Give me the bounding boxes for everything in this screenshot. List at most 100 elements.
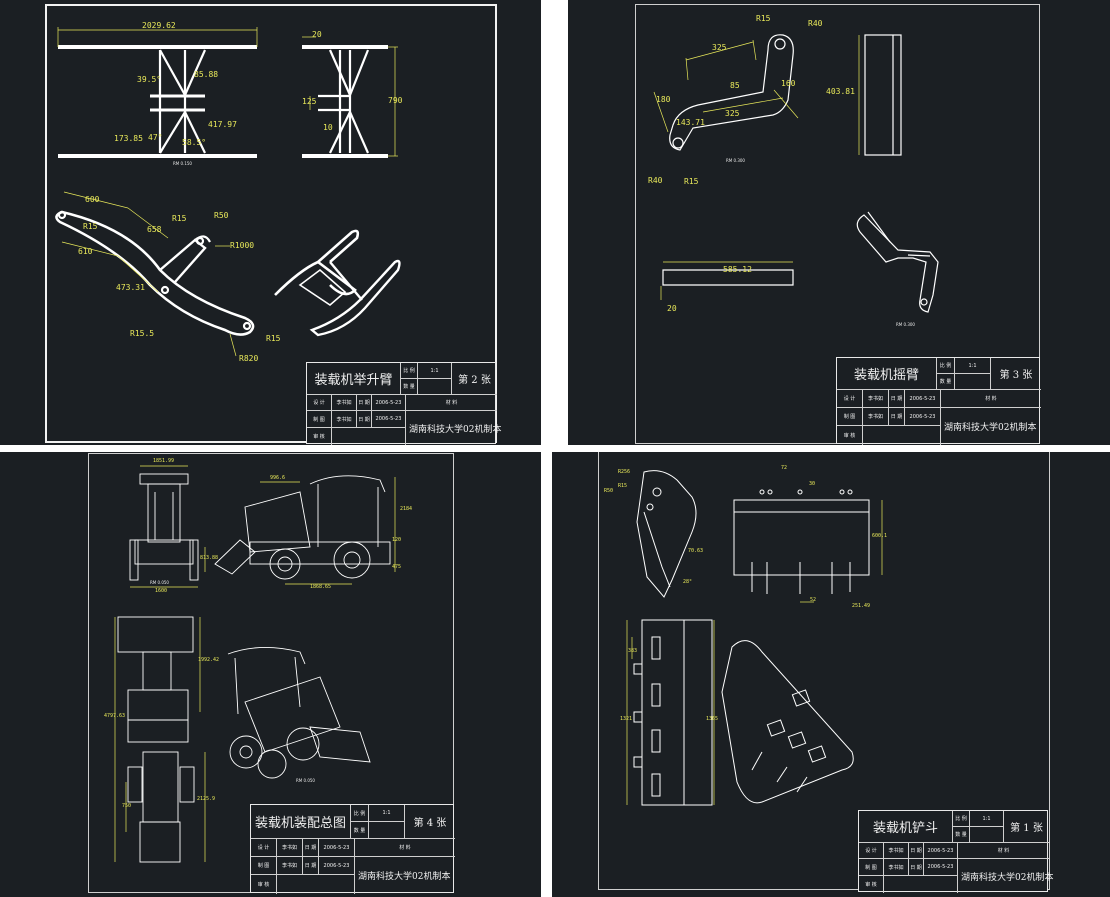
dim-label: 996.6	[270, 475, 286, 481]
label-draw: 制 图	[307, 411, 332, 428]
dim-label: R15	[266, 334, 281, 343]
label-qty: 数 量	[351, 822, 369, 839]
dim-label: 1600	[155, 588, 168, 594]
scale-value: 1:1	[418, 363, 452, 379]
dim-width: 2029.62	[142, 21, 176, 30]
dim-label: 475	[392, 564, 402, 570]
drawing-title: 装载机铲斗	[859, 811, 953, 843]
dim-label: R820	[239, 354, 259, 363]
label-review: 审 核	[251, 875, 277, 894]
dim-label: R15	[172, 214, 187, 223]
scale-value: 1:1	[970, 811, 1004, 827]
label-ratio: 比 例	[401, 363, 418, 379]
label-day: 日 期	[357, 395, 372, 411]
designer-name: 李书如	[863, 390, 889, 408]
sheet-number: 第 2 张	[452, 363, 497, 395]
organization: 湖南科技大学02机制本	[409, 424, 502, 435]
dim-label: 2125.9	[197, 796, 216, 802]
reviewer-name	[277, 875, 355, 894]
design-date: 2006-5-23	[905, 390, 941, 408]
design-date: 2006-5-23	[319, 839, 355, 857]
design-date: 2006-5-23	[372, 395, 406, 411]
dim-height: 790	[388, 96, 403, 105]
dim-label: R15	[684, 177, 699, 186]
scale-note: RM 0.300	[726, 158, 745, 163]
label-ratio: 比 例	[953, 811, 970, 827]
drawing-title: 装载机装配总图	[251, 805, 351, 839]
dim-label: 600	[85, 195, 100, 204]
dim-label: 325	[725, 109, 740, 118]
design-date: 2006-5-23	[924, 843, 958, 859]
dim-label: R15	[618, 483, 628, 489]
dim-label: 251.49	[852, 603, 871, 609]
draw-date: 2006-5-23	[924, 859, 958, 876]
dim-label: R50	[604, 488, 614, 494]
dim-label: 473.31	[116, 283, 145, 292]
scale-note: RM 0.300	[896, 322, 915, 327]
drafter-name: 李书如	[884, 859, 909, 876]
dim-label: 1851.99	[153, 458, 175, 464]
qty-value	[418, 379, 452, 395]
dim-label: 600.1	[872, 533, 888, 539]
dim-label: 325	[712, 43, 727, 52]
drafter-name: 李书如	[332, 411, 357, 428]
label-ratio: 比 例	[937, 358, 955, 374]
draw-date: 2006-5-23	[372, 411, 406, 428]
title-block: 装载机装配总图 比 例 1:1 数 量 第 4 张 设 计 李书如 日 期 20…	[250, 804, 455, 894]
dim-label: 1365	[706, 716, 719, 722]
label-draw: 制 图	[251, 857, 277, 875]
label-review: 审 核	[837, 426, 863, 445]
dim-label: 4797.63	[104, 713, 126, 719]
rocker-arm-drawing	[653, 34, 939, 313]
dim-label: 72	[781, 465, 788, 471]
sheet-number: 第 4 张	[405, 805, 455, 839]
label-material: 材 料	[958, 843, 1049, 859]
dim-label: 70.63	[688, 548, 704, 554]
scale-note: RM 0.050	[296, 778, 315, 783]
label-review: 审 核	[859, 876, 884, 893]
dim-label: 10	[323, 123, 333, 132]
label-design: 设 计	[837, 390, 863, 408]
assembly-drawing	[114, 465, 396, 863]
scale-value: 1:1	[369, 805, 405, 822]
title-block: 装载机铲斗 比 例 1:1 数 量 第 1 张 设 计 李书如 日 期 2006…	[858, 810, 1053, 893]
dim-angle: 39.5°	[137, 75, 162, 84]
sheet-number: 第 1 张	[1004, 811, 1049, 843]
reviewer-name	[332, 428, 406, 445]
dim-label: R40	[808, 19, 823, 28]
label-day: 日 期	[303, 857, 319, 875]
reviewer-name	[884, 876, 958, 893]
label-day: 日 期	[909, 843, 924, 859]
label-design: 设 计	[859, 843, 884, 859]
label-day: 日 期	[889, 408, 905, 426]
dim-label: 383	[628, 648, 638, 654]
drawing-frame	[45, 4, 497, 443]
dim-label: 52	[810, 597, 817, 603]
label-draw: 制 图	[859, 859, 884, 876]
dim-label: 143.71	[676, 118, 705, 127]
draw-date: 2006-5-23	[319, 857, 355, 875]
drafter-name: 李书如	[277, 857, 303, 875]
draw-date: 2006-5-23	[905, 408, 941, 426]
drawing-title: 装载机举升臂	[307, 363, 401, 395]
designer-name: 李书如	[277, 839, 303, 857]
sheet-lift-arm: 2029.62 85.88 39.5° 417.97 173.85 47° 58…	[0, 0, 541, 445]
dim-label: 28°	[683, 579, 693, 585]
sheet-rocker-arm: R15 R40 325 85 180 160 143.71 325 R40 R1…	[568, 0, 1110, 445]
bucket-drawing	[626, 470, 883, 806]
label-day: 日 期	[357, 411, 372, 428]
dim-angle: 58.5°	[182, 138, 207, 147]
label-material: 材 料	[406, 395, 497, 411]
dim-label: 2184	[400, 506, 413, 512]
label-material: 材 料	[941, 390, 1041, 408]
lift-arm-drawing	[55, 27, 401, 357]
scale-note: RM 0.150	[173, 161, 192, 166]
label-qty: 数 量	[953, 827, 970, 843]
dim-label: 20	[312, 30, 322, 39]
dim-label: R40	[648, 176, 663, 185]
label-day: 日 期	[303, 839, 319, 857]
reviewer-name	[863, 426, 941, 445]
dim-label: R256	[618, 469, 631, 475]
organization: 湖南科技大学02机制本	[358, 872, 451, 882]
label-qty: 数 量	[937, 374, 955, 390]
